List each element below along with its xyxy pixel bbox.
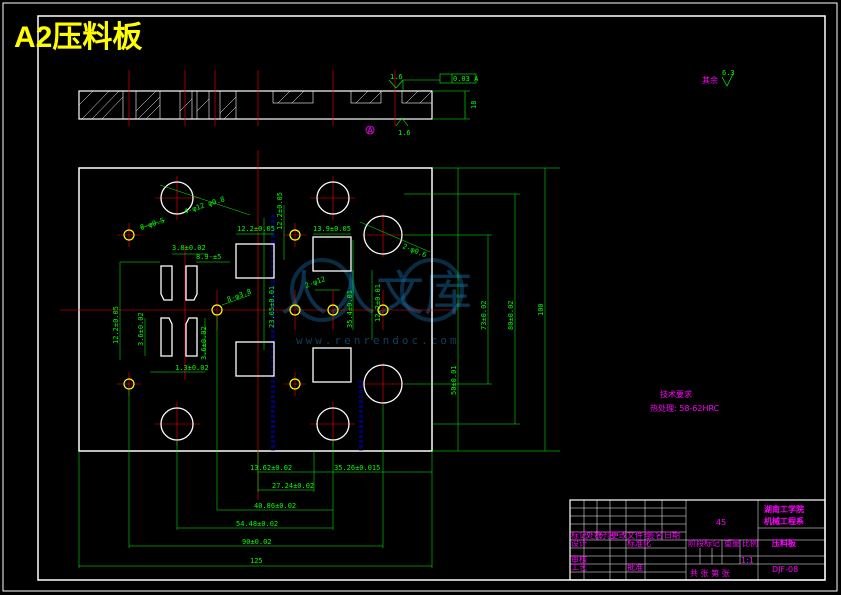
plan-view: 8-φ0.5 4-φ12 φ0.8 3.8±0.02 8.9-±5 12.2±0…	[60, 150, 560, 568]
dim-d4: 8.9-±5	[196, 253, 221, 261]
tb-sheet: 共 张 第 张	[690, 568, 730, 578]
corner-roughness-label: 其余	[702, 75, 718, 85]
tb-stage-label: 比例	[742, 538, 758, 548]
tb-drawing-no: DJF-08	[772, 565, 798, 574]
thickness-dim: 18	[470, 101, 478, 109]
tb-header: 标记	[571, 530, 587, 540]
dim-d3: 3.8±0.02	[172, 244, 206, 252]
tb-scale: 1:1	[741, 556, 754, 565]
watermark-url: www.renrendoc.com	[296, 334, 460, 347]
tb-part-name: 压料板	[772, 538, 797, 548]
dim-d7: 13.9±0.05	[313, 225, 351, 233]
corner-roughness: 其余 6.3	[702, 69, 735, 87]
tb-dept: 机械工程系	[764, 516, 804, 526]
tb-row-labels: 设计 标准化 审核 工艺 批准	[571, 538, 651, 572]
tb-header: 日期	[664, 531, 680, 540]
dim-d22: 13.62±0.02	[250, 464, 292, 472]
tb-header: 分区	[599, 531, 615, 540]
flatness-tol: 0.03 A	[453, 75, 479, 83]
tb-header: 更改文件号	[611, 530, 651, 540]
tb-header: 处数	[586, 530, 602, 540]
tech-requirements: 技术要求 热处理: 58-62HRC	[650, 389, 720, 413]
dim-d2: 4-φ12 φ0.8	[183, 195, 226, 216]
dim-d1: 8-φ0.5	[139, 216, 166, 231]
tb-stage-label: 重量	[724, 538, 740, 548]
roughness-top: 1.6	[390, 73, 403, 81]
dim-d15: 35.4±0.01	[346, 290, 354, 328]
inner-frame	[37, 15, 826, 581]
tb-row-label: 审核	[571, 554, 587, 564]
dim-d28: 125	[250, 557, 263, 565]
title-block: 45 湖南工学院 机械工程系 压料板 DJF-08 1:1 共 张 第 张 标记…	[569, 499, 826, 581]
tech-req-heading: 技术要求	[660, 389, 692, 399]
dim-d18: 73±0.02	[480, 300, 488, 330]
tb-material: 45	[716, 518, 726, 527]
dim-d11: 3.6±0.02	[137, 312, 145, 346]
watermark-text: 人人文库	[280, 266, 472, 322]
dim-d20: 80±0.02	[507, 300, 515, 330]
dim-d10: 12.2±0.05	[112, 306, 120, 344]
tb-stage-labels: 阶段标记 重量 比例	[688, 538, 758, 548]
side-view: 18 0.03 A 1.6 1.6 A	[78, 70, 479, 137]
dim-d16: 12.2±0.01	[374, 284, 382, 322]
dim-d9: 8-φ3.8	[226, 288, 253, 304]
tb-row-label: 工艺	[571, 563, 587, 572]
sheet-title: A2压料板	[14, 21, 142, 54]
corner-roughness-value: 6.3	[722, 69, 735, 77]
dim-d5: 12.2±0.05	[237, 225, 275, 233]
dim-d13: 3.6±0.02	[200, 326, 208, 360]
tb-header-row: 标记 处数 分区 更改文件号 签名 日期	[571, 530, 680, 540]
datum-label: A	[368, 126, 374, 135]
dim-d26: 54.48±0.02	[236, 520, 278, 528]
dim-d21: 100	[537, 303, 545, 316]
dim-d25: 40.86±0.02	[254, 502, 296, 510]
dim-d24: 27.24±0.02	[272, 482, 314, 490]
tb-school: 湖南工学院	[764, 504, 804, 514]
dim-d6: 12.2±0.05	[276, 192, 284, 230]
tb-stage-label: 阶段标记	[688, 538, 720, 548]
dim-d14: 23.65±0.01	[268, 286, 276, 328]
roughness-bottom: 1.6	[398, 129, 411, 137]
dim-d27: 90±0.02	[242, 538, 272, 546]
datum-symbol	[365, 125, 375, 135]
tech-req-line1: 热处理: 58-62HRC	[650, 403, 720, 413]
dim-d19: 50±0.01	[450, 365, 458, 395]
dim-d12: 1.3±0.02	[175, 364, 209, 372]
tb-row-label: 标准化	[627, 538, 651, 548]
tb-row-label: 设计	[571, 538, 587, 548]
dim-d8: 2-φ0.6	[401, 242, 427, 259]
dim-d23: 35.26±0.015	[334, 464, 380, 472]
tb-header: 签名	[647, 530, 663, 540]
tb-row-label: 批准	[627, 562, 643, 572]
